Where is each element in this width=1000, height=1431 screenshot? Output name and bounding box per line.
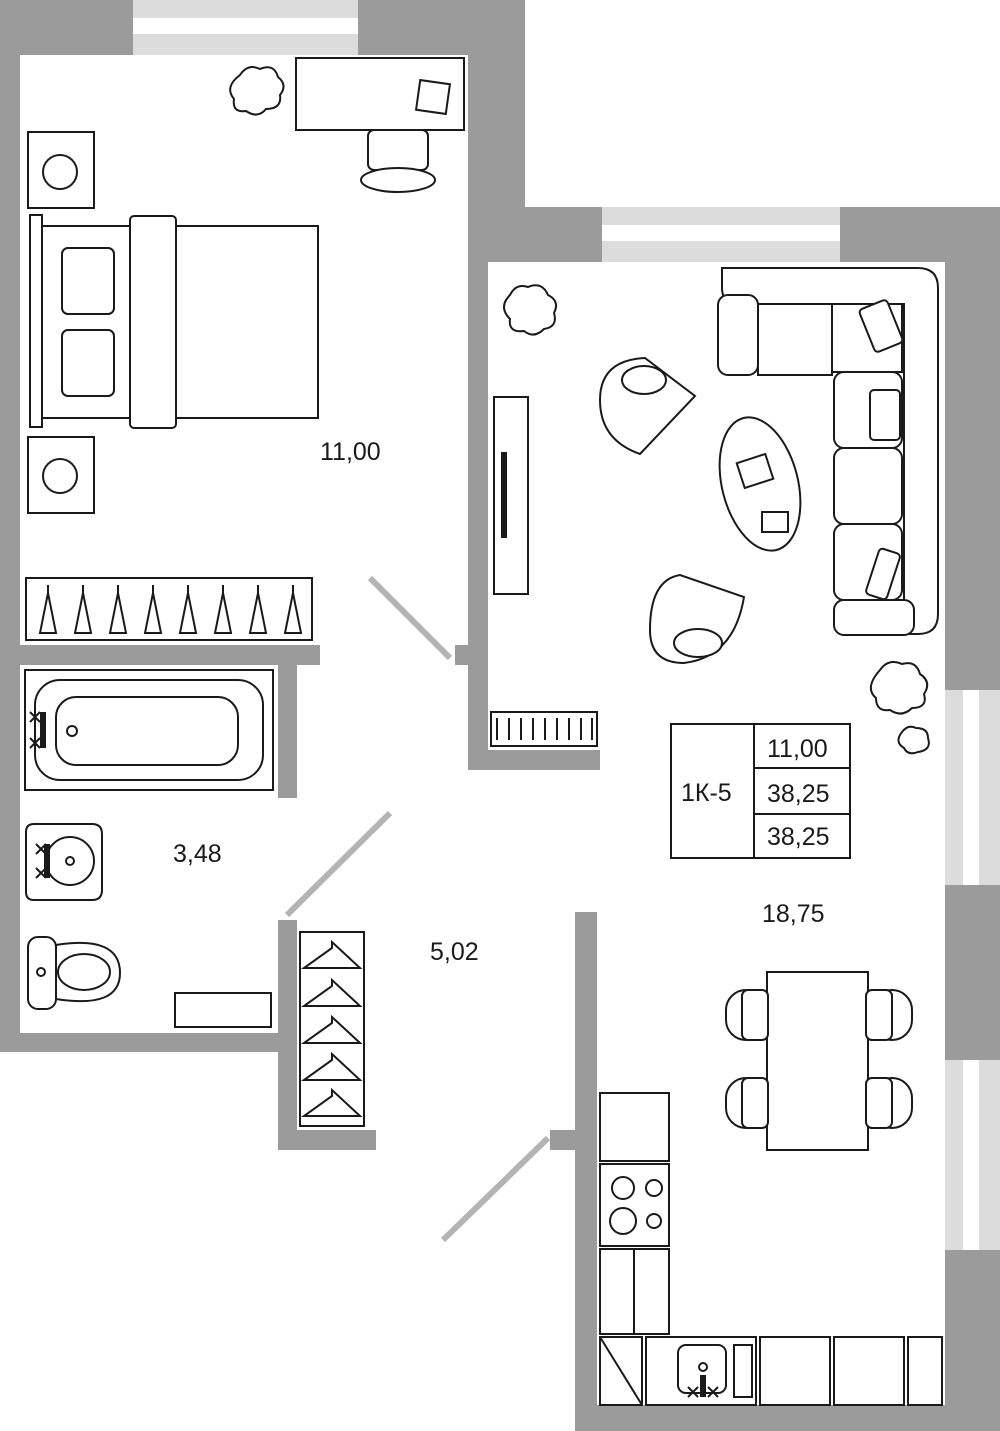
labels: 11,00 3,48 5,02 18,75 1К-5 11,00 38,25 3… [173,438,830,966]
plant [897,725,930,755]
cabinet [759,1336,831,1406]
living-area: 11,00 [767,735,828,763]
stove [599,1163,670,1247]
info-table [670,723,851,859]
washing-machine [174,992,272,1028]
room-area-living: 18,75 [762,900,825,928]
plant [869,661,929,715]
plant [229,66,285,116]
cabinet [907,1336,943,1406]
wardrobe [25,577,313,641]
total-area-2: 38,25 [767,823,830,851]
cabinet [599,1092,670,1162]
bedroom-furniture [25,57,465,641]
unit-code: 1К-5 [681,779,732,807]
bathroom-fixtures [24,669,274,1028]
hangers [38,585,303,634]
hallway-furniture [299,931,365,1127]
bed [29,214,43,428]
room-area-hallway: 5,02 [430,938,479,966]
cabinet [833,1336,905,1406]
room-area-bedroom: 11,00 [320,438,381,466]
total-area: 38,25 [767,780,830,808]
dining-table [766,971,869,1151]
living-furniture [490,267,939,755]
chair [367,129,429,171]
plant [503,284,557,336]
room-area-bathroom: 3,48 [173,840,222,868]
kitchen-furniture [599,971,943,1406]
tv-stand [493,396,529,595]
doors [284,575,551,1243]
